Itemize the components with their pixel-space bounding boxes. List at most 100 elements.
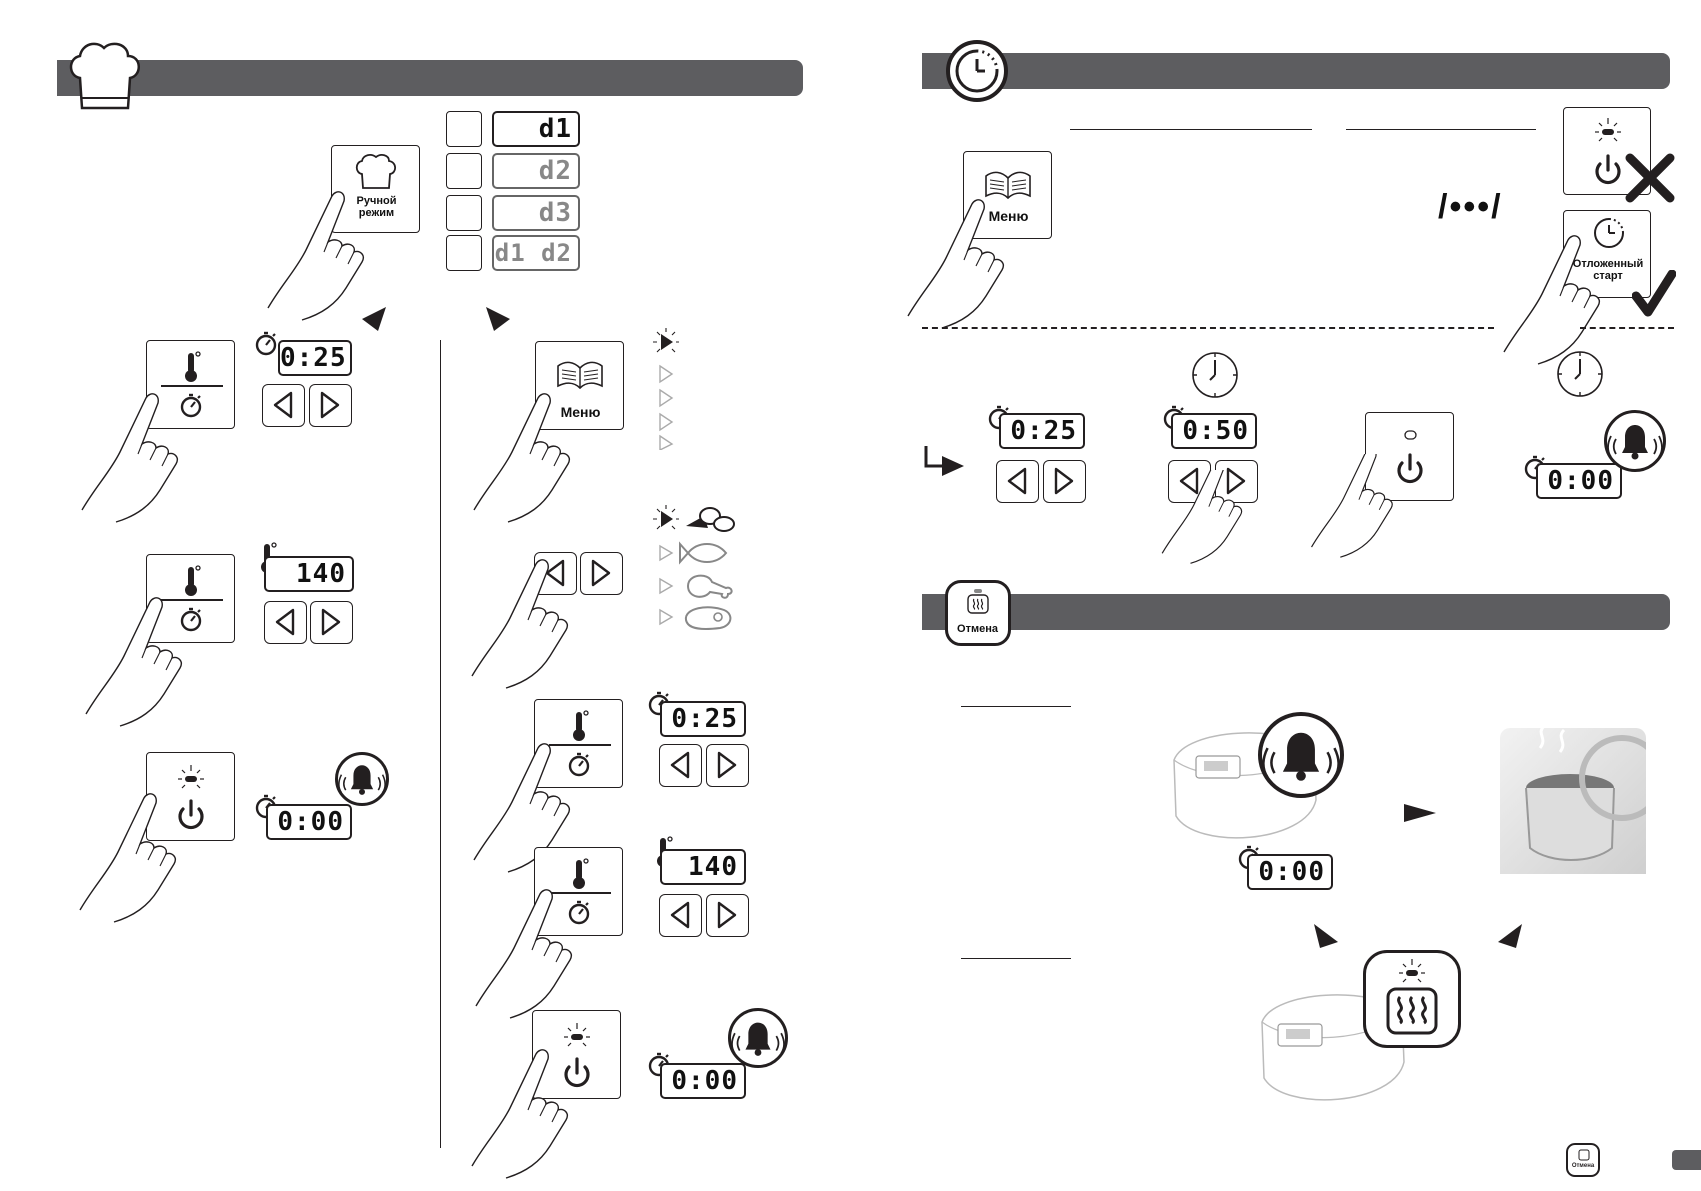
hand-icon — [907, 199, 1004, 329]
arrow-up-right-icon — [486, 307, 510, 331]
thermometer-stopwatch-icon — [549, 858, 611, 925]
temp-display: 140 — [660, 849, 746, 885]
cancel-label: Отмена — [957, 623, 998, 635]
doneness-d2: d2 — [492, 153, 580, 189]
thermometer-stopwatch-icon — [161, 351, 223, 418]
temp-time-button[interactable] — [146, 340, 235, 429]
underline-4 — [961, 958, 1071, 959]
delayed-start-badge — [946, 40, 1008, 102]
bell-badge — [335, 752, 389, 806]
menu-label: Меню — [560, 404, 601, 420]
dashed-divider — [922, 327, 1494, 329]
menu-label: Меню — [988, 208, 1029, 224]
menu-indicator-list — [653, 328, 679, 450]
bell-badge — [728, 1008, 788, 1068]
fish-icon — [659, 541, 728, 565]
hand-icon — [473, 393, 570, 523]
underline-1 — [1070, 129, 1312, 130]
manual-mode-label-1: Ручной — [356, 195, 397, 207]
increase-button[interactable] — [706, 744, 749, 787]
steamed-food-photo — [1500, 728, 1646, 874]
end-time-display: 0:00 — [266, 804, 352, 840]
column-divider — [440, 340, 441, 1148]
footer-cancel-label: Отмена — [1571, 1163, 1595, 1169]
start-button[interactable] — [1563, 107, 1651, 195]
end-time-display: 0:00 — [1247, 854, 1333, 890]
delay-time-display: 0:50 — [1171, 413, 1257, 449]
separator-dots: /•••/ — [1438, 188, 1503, 226]
increase-button[interactable] — [580, 552, 623, 595]
decrease-button[interactable] — [996, 460, 1039, 503]
time-display: 0:25 — [278, 340, 352, 376]
temp-display: 140 — [264, 556, 354, 592]
menu-button[interactable]: Меню — [535, 341, 624, 430]
hand-icon — [81, 393, 178, 523]
hand-icon — [471, 1049, 568, 1179]
keep-warm-icon — [1578, 1149, 1590, 1161]
delayed-clock-icon — [955, 49, 999, 93]
chef-hat-icon — [355, 154, 397, 189]
left-header-band — [57, 60, 803, 96]
manual-mode-label-2: режим — [358, 206, 395, 219]
footer-cancel-badge: Отмена — [1566, 1143, 1600, 1177]
end-time-display: 0:00 — [1536, 463, 1622, 499]
page-number-tab — [1672, 1150, 1701, 1170]
doneness-checkbox[interactable] — [446, 111, 482, 147]
doneness-d1d2: d1 d2 — [492, 235, 580, 271]
decrease-button[interactable] — [264, 601, 307, 644]
arrow-down-left-icon — [1498, 924, 1522, 948]
cancel-header-band — [922, 594, 1670, 630]
vegetables-icon — [653, 505, 735, 532]
clock-icon — [1192, 352, 1238, 398]
keep-warm-icon — [967, 589, 989, 614]
thermometer-stopwatch-icon — [549, 710, 611, 777]
underline-3 — [961, 706, 1071, 707]
doneness-checkbox[interactable] — [446, 153, 482, 189]
hand-icon — [471, 559, 568, 689]
doneness-checkbox[interactable] — [446, 195, 482, 231]
bell-icon — [1607, 424, 1663, 461]
start-button[interactable] — [146, 752, 235, 841]
dashed-divider — [1580, 327, 1674, 329]
cancel-badge: Отмена — [945, 580, 1011, 646]
delayed-start-button[interactable]: Отложенный старт — [1563, 210, 1651, 298]
hand-icon — [1310, 454, 1393, 558]
meat-icon — [659, 606, 732, 630]
increase-button[interactable] — [310, 601, 353, 644]
arrow-down-right-icon — [1314, 924, 1338, 948]
hand-icon — [475, 889, 572, 1019]
hand-icon — [85, 597, 182, 727]
doneness-d1: d1 — [492, 111, 580, 147]
power-icon — [1397, 430, 1423, 484]
thermometer-stopwatch-icon — [161, 565, 223, 632]
temp-time-button[interactable] — [146, 554, 235, 643]
end-time-display: 0:00 — [660, 1063, 746, 1099]
keep-warm-icon — [1386, 958, 1438, 1035]
bell-icon — [1262, 731, 1340, 783]
bell-icon — [338, 764, 386, 796]
hand-icon — [267, 191, 364, 321]
delay-time-display: 0:25 — [999, 413, 1085, 449]
decrease-button[interactable] — [262, 384, 305, 427]
underline-2 — [1346, 129, 1536, 130]
hand-icon — [1161, 470, 1243, 564]
bell-badge — [1258, 712, 1344, 798]
poultry-icon — [659, 574, 733, 599]
decrease-button[interactable] — [659, 744, 702, 787]
manual-mode-button[interactable]: Ручной режим — [331, 145, 420, 233]
delayed-start-header-band — [922, 53, 1670, 89]
delayed-start-label-1: Отложенный — [1572, 258, 1644, 270]
bell-badge — [1604, 410, 1666, 472]
increase-button[interactable] — [1043, 460, 1086, 503]
arrow-right-icon — [1404, 804, 1436, 822]
doneness-checkbox[interactable] — [446, 235, 482, 271]
book-icon — [557, 361, 603, 389]
check-icon — [1632, 270, 1676, 317]
continue-arrow-icon — [924, 446, 964, 476]
hand-icon — [79, 793, 176, 923]
decrease-button[interactable] — [659, 894, 702, 937]
keep-warm-badge — [1363, 950, 1461, 1048]
temp-time-button[interactable] — [534, 699, 623, 788]
increase-button[interactable] — [706, 894, 749, 937]
increase-button[interactable] — [309, 384, 352, 427]
